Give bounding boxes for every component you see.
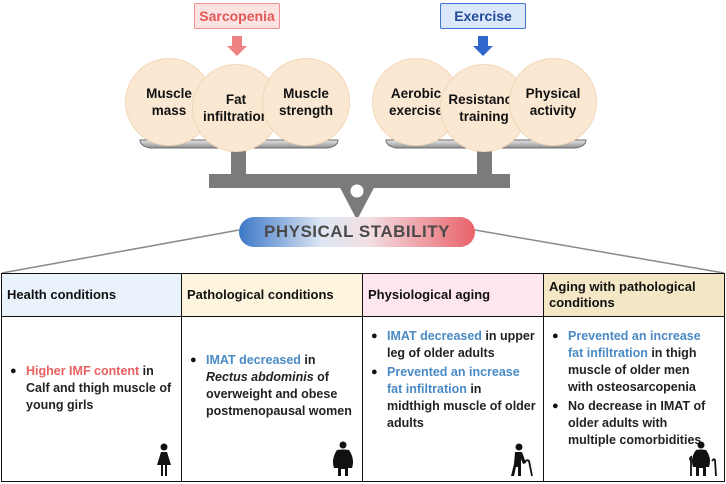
scale-beam — [209, 174, 510, 188]
elderly-cane-icon — [511, 443, 533, 477]
list-item: IMAT decreased in upper leg of older adu… — [371, 328, 537, 362]
list-item: Prevented an increase fat infiltration i… — [371, 364, 537, 432]
physical-stability-pill — [239, 217, 475, 247]
exercise-down-arrow-icon — [473, 36, 493, 56]
panel-health-conditions: Health conditions Higher IMF content in … — [1, 273, 182, 482]
circle-fat-infiltration: Fat infiltration — [192, 64, 280, 152]
obese-woman-icon — [333, 441, 353, 476]
scale-pivot — [350, 184, 364, 198]
scale-fulcrum — [337, 182, 377, 220]
young-girl-icon — [157, 443, 171, 476]
panel-header: Aging with pathological conditions — [544, 274, 724, 317]
list-item: IMAT decreased in Rectus abdominis of ov… — [190, 352, 356, 420]
sarcopenia-tag: Sarcopenia — [194, 3, 280, 29]
list-item: No decrease in IMAT of older adults with… — [552, 398, 718, 449]
exercise-tag: Exercise — [440, 3, 526, 29]
list-item: Higher IMF content in Calf and thigh mus… — [10, 363, 175, 414]
panel-pathological-conditions: Pathological conditions IMAT decreased i… — [181, 273, 363, 482]
panel-aging-pathological: Aging with pathological conditions Preve… — [543, 273, 725, 482]
panel-header: Physiological aging — [363, 274, 543, 317]
list-item: Prevented an increase fat infiltration i… — [552, 328, 718, 396]
sarcopenia-down-arrow-icon — [227, 36, 247, 56]
circle-muscle-strength: Muscle strength — [262, 58, 350, 146]
panel-header: Pathological conditions — [182, 274, 362, 317]
elderly-obese-cane-icon — [689, 441, 717, 477]
physical-stability-label: PHYSICAL STABILITY — [264, 222, 450, 241]
panel-header: Health conditions — [2, 274, 181, 317]
panel-physiological-aging: Physiological aging IMAT decreased in up… — [362, 273, 544, 482]
circle-physical-activity: Physical activity — [509, 58, 597, 146]
